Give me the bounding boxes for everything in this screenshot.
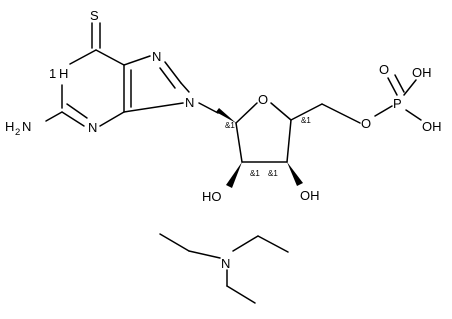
wedge-c1-n9: [216, 108, 236, 123]
n3-atom-label: N: [88, 120, 97, 135]
sulfur-atom-label: S: [90, 8, 99, 23]
n1-h-label: H: [59, 66, 68, 81]
n1-number-label: 1: [49, 66, 56, 81]
c2-hydroxyl-label: HO: [202, 189, 222, 204]
stereo-wedges: [216, 108, 303, 188]
c3-hydroxyl-label: OH: [300, 188, 320, 203]
stereo-label-c1: &1: [225, 121, 235, 130]
ring-oxygen-label: O: [258, 92, 268, 107]
phosphorus-atom-label: P: [393, 96, 402, 111]
wedge-c3-oh: [287, 162, 303, 186]
phosphate-oh-top-label: OH: [412, 65, 432, 80]
stereo-label-c2: &1: [250, 169, 260, 178]
amine-n-label: N: [22, 119, 31, 134]
ribose-bonds: [198, 74, 422, 163]
phosphoryl-oxygen-label: O: [379, 62, 389, 77]
stereo-label-c4: &1: [301, 116, 311, 125]
phosphate-oh-right-label: OH: [422, 119, 442, 134]
purine-bonds: [45, 22, 190, 127]
amine-h-label: H: [5, 119, 14, 134]
wedge-c2-oh: [226, 162, 242, 188]
amine-subscript-2: 2: [15, 127, 20, 138]
stereo-label-c3: &1: [268, 169, 278, 178]
triethylamine-n-label: N: [221, 256, 230, 271]
n9-atom-label: N: [185, 95, 194, 110]
ester-oxygen-label: O: [361, 116, 371, 131]
n7-atom-label: N: [152, 49, 161, 64]
triethylamine-bonds: [159, 233, 289, 304]
